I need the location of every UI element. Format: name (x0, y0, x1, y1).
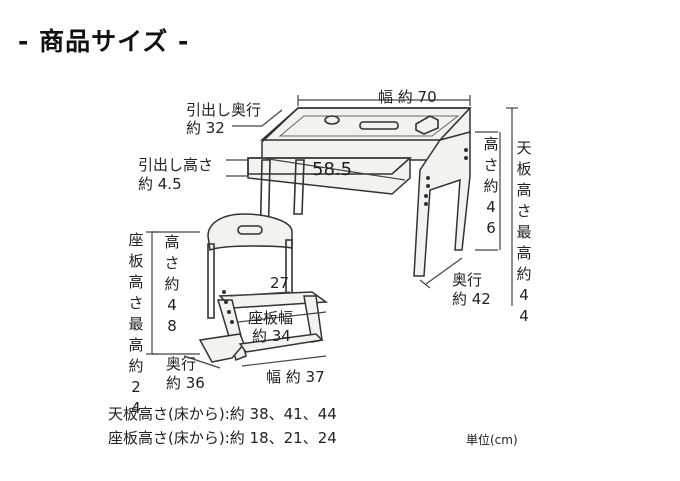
chair-illustration (198, 213, 329, 363)
chair-depth-label-2: 約 36 (166, 374, 205, 392)
desk-dimension-lines (226, 95, 518, 306)
desk-width-label: 幅 約 70 (378, 88, 437, 106)
drawer-width-value: 58.5 (312, 159, 353, 180)
desk-height-label: 高さ約46 (483, 135, 499, 237)
chair-seat-width-label-1: 座板幅 (248, 309, 294, 327)
page-title: - 商品サイズ - (18, 27, 190, 56)
chair-dimension-lines (146, 231, 327, 369)
desk-top-height-max-label: 天板高さ最高約44 (516, 139, 532, 325)
chair-seat-height-max-label: 座板高さ最高約24 (128, 231, 144, 417)
drawer-height-label-2: 約 4.5 (138, 175, 182, 193)
desk-depth-label-2: 約 42 (452, 290, 491, 308)
chair-depth-label-1: 奥行 (166, 355, 197, 373)
chair-width-label: 幅 約 37 (266, 368, 325, 386)
desk-depth-label-1: 奥行 (452, 271, 483, 289)
unit-note: 単位(cm) (466, 433, 518, 447)
top-height-note: 天板高さ(床から):約 38、41、44 (108, 405, 337, 423)
drawer-height-label-1: 引出し高さ (138, 156, 214, 174)
drawer-depth-label-2: 約 32 (186, 119, 225, 137)
seat-height-note: 座板高さ(床から):約 18、21、24 (108, 429, 337, 447)
chair-seat-width-label-2: 約 34 (252, 327, 291, 345)
desk-illustration (247, 107, 472, 277)
chair-height-label: 高さ約48 (164, 233, 180, 335)
chair-backrest-value: 27 (270, 274, 290, 292)
drawer-depth-label-1: 引出し奥行 (186, 101, 262, 119)
